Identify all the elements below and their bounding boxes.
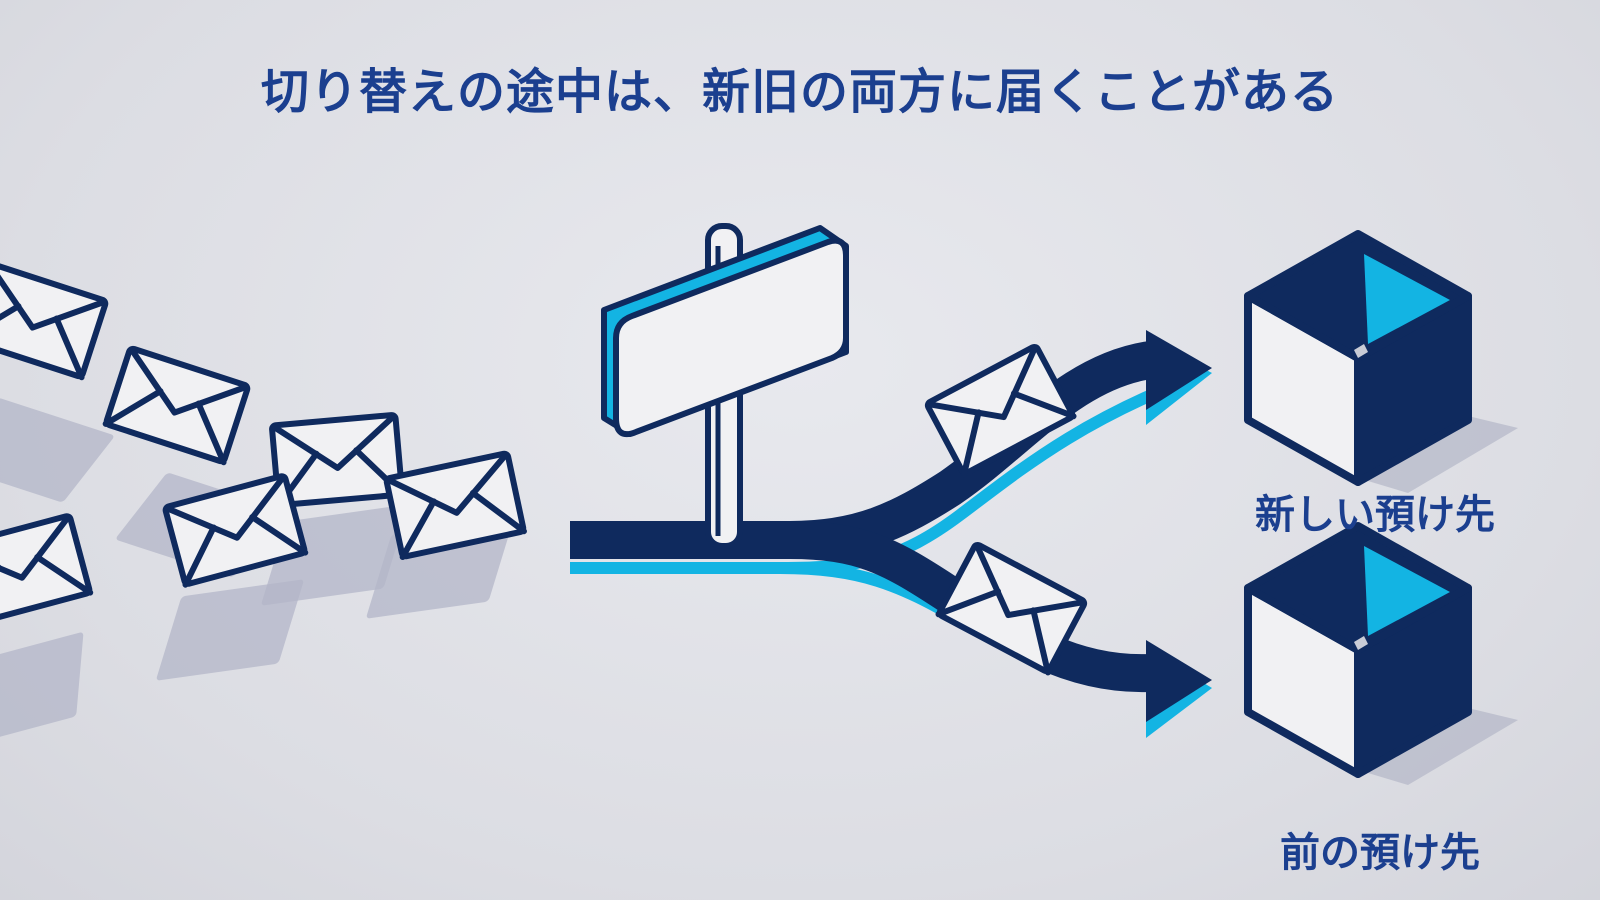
diagram-title: 切り替えの途中は、新旧の両方に届くことがある [260,64,1339,120]
envelope-icon [0,515,90,624]
old-destination-label: 前の預け先 [1280,830,1480,876]
incoming-envelopes [0,263,524,749]
box-icon [1248,234,1518,493]
envelope-icon [106,348,249,462]
envelope-icon [0,263,106,377]
box-icon [1248,526,1518,785]
signpost-icon [601,223,849,549]
arrow-icon [1146,640,1212,738]
arrow-icon [1146,330,1212,425]
new-destination-label: 新しい預け先 [1255,492,1495,538]
